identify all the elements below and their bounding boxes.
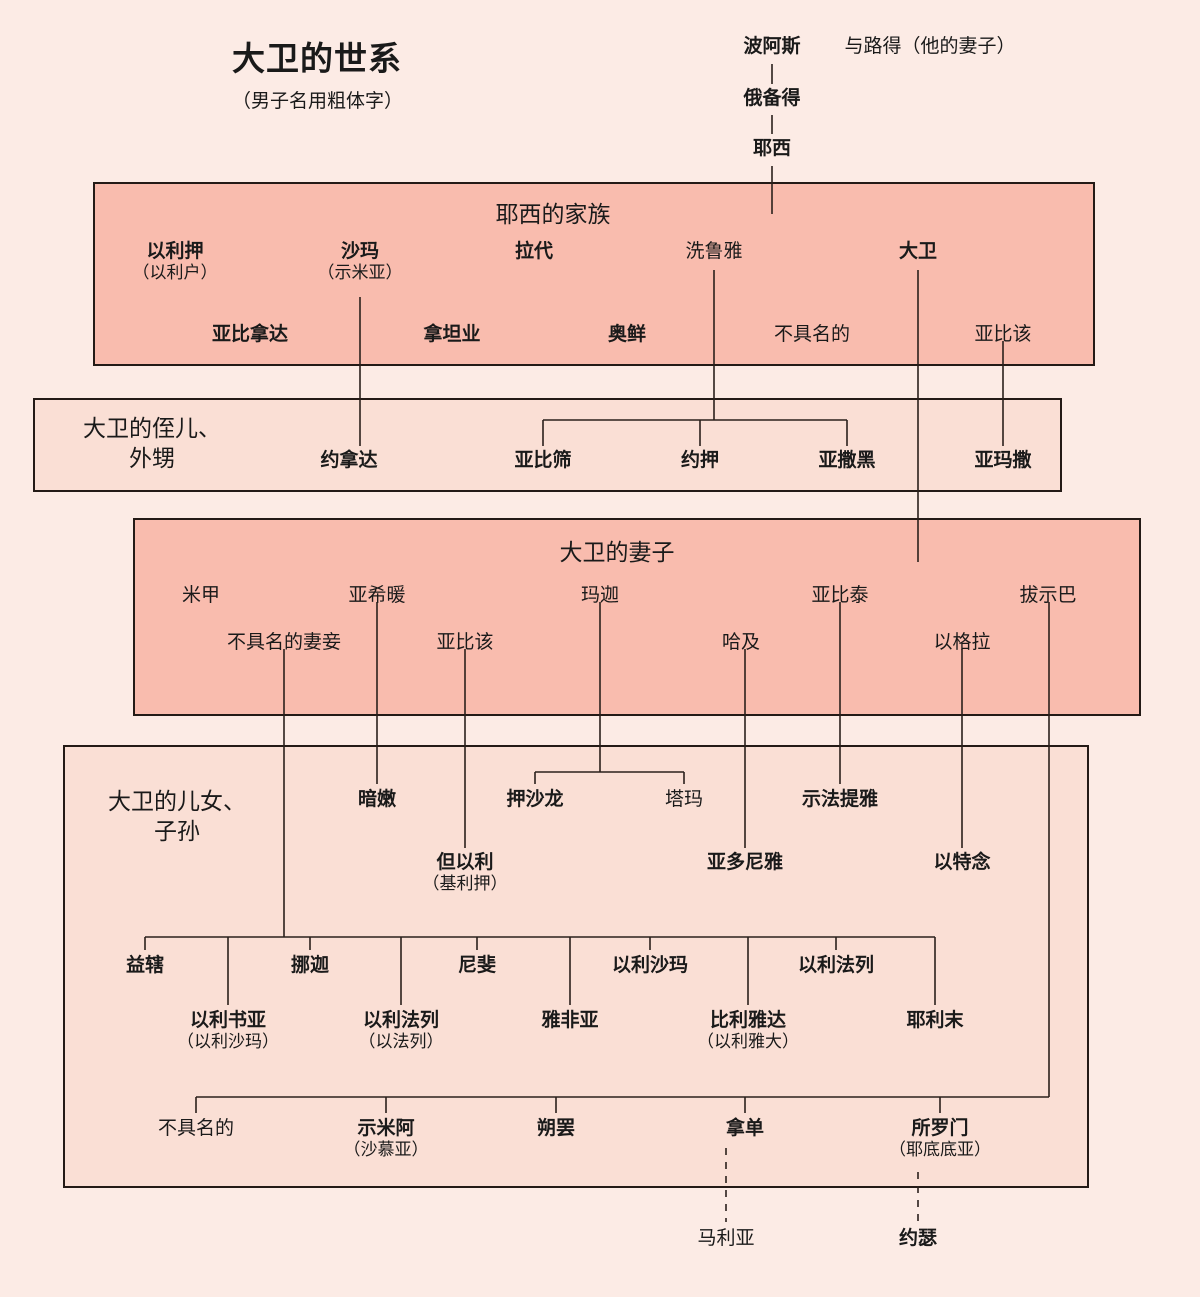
person-shimea: 示米阿 （沙慕亚）	[343, 1118, 429, 1160]
person-adonijah: 亚多尼雅	[706, 852, 784, 873]
person-ruth-spouse-note: 与路得（他的妻子）	[844, 36, 1016, 57]
person-joab: 约押	[680, 450, 720, 471]
person-jerimoth: 耶利末	[906, 1010, 964, 1031]
person-obed: 俄备得	[743, 88, 801, 109]
person-eliphelet-b: 以利法列 （以法列）	[358, 1010, 444, 1052]
person-shephatiah: 示法提雅	[801, 789, 879, 810]
person-abigail-sister: 亚比该	[974, 324, 1032, 345]
person-daniel: 但以利 （基利押）	[422, 852, 508, 894]
box-jesse-family	[93, 182, 1095, 366]
page-subtitle: （男子名用粗体字）	[232, 91, 404, 112]
person-ibhar: 益辖	[125, 955, 165, 976]
person-unnamed-sister: 不具名的	[773, 324, 851, 345]
person-japhia: 雅非亚	[541, 1010, 599, 1031]
person-eliab: 以利押 （以利户）	[132, 241, 218, 283]
person-david: 大卫	[898, 241, 938, 262]
person-eglah: 以格拉	[933, 632, 991, 653]
person-amasa: 亚玛撒	[974, 450, 1032, 471]
person-nogah: 挪迦	[290, 955, 330, 976]
person-ahinoam: 亚希暖	[348, 585, 406, 606]
person-beeliada: 比利雅达 （以利雅大）	[697, 1010, 799, 1052]
person-amnon: 暗嫩	[357, 789, 397, 810]
box-nephews-title: 大卫的侄儿、 外甥	[83, 415, 221, 471]
person-unnamed-concubines: 不具名的妻妾	[226, 632, 342, 653]
person-eliphelet-a: 以利法列	[797, 955, 875, 976]
person-raddai: 拉代	[514, 241, 554, 262]
person-absalom: 押沙龙	[506, 789, 564, 810]
person-michal: 米甲	[181, 585, 221, 606]
person-maacah: 玛迦	[580, 585, 620, 606]
person-shammah: 沙玛 （示米亚）	[317, 241, 403, 283]
person-ozem: 奥鲜	[607, 324, 647, 345]
box-jesse-family-title: 耶西的家族	[495, 201, 611, 227]
page-title: 大卫的世系	[232, 40, 402, 77]
person-elishua: 以利书亚 （以利沙玛）	[177, 1010, 279, 1052]
box-wives	[133, 518, 1141, 716]
person-nathan: 拿单	[725, 1118, 765, 1139]
box-wives-title: 大卫的妻子	[559, 539, 675, 565]
person-abital: 亚比泰	[811, 585, 869, 606]
person-elishama: 以利沙玛	[611, 955, 689, 976]
person-haggith: 哈及	[721, 632, 761, 653]
person-solomon: 所罗门 （耶底底亚）	[889, 1118, 991, 1160]
person-abishai: 亚比筛	[514, 450, 572, 471]
person-nepheg: 尼斐	[457, 955, 497, 976]
person-abinadab: 亚比拿达	[211, 324, 289, 345]
person-jonadab: 约拿达	[320, 450, 378, 471]
person-asahel: 亚撒黑	[818, 450, 876, 471]
person-nethanel: 拿坦业	[423, 324, 481, 345]
person-boaz: 波阿斯	[743, 36, 801, 57]
person-ithream: 以特念	[933, 852, 991, 873]
box-children	[63, 745, 1089, 1188]
person-shobab: 朔罢	[536, 1118, 576, 1139]
person-abigail-wife: 亚比该	[436, 632, 494, 653]
person-mary: 马利亚	[697, 1228, 755, 1249]
box-nephews	[33, 398, 1062, 492]
person-bathsheba: 拔示巴	[1019, 585, 1077, 606]
person-zeruiah: 洗鲁雅	[685, 241, 743, 262]
person-unnamed-child: 不具名的	[157, 1118, 235, 1139]
box-children-title: 大卫的儿女、 子孙	[108, 788, 246, 844]
person-tamar: 塔玛	[664, 789, 704, 810]
person-jesse: 耶西	[752, 138, 792, 159]
person-joseph: 约瑟	[898, 1228, 938, 1249]
